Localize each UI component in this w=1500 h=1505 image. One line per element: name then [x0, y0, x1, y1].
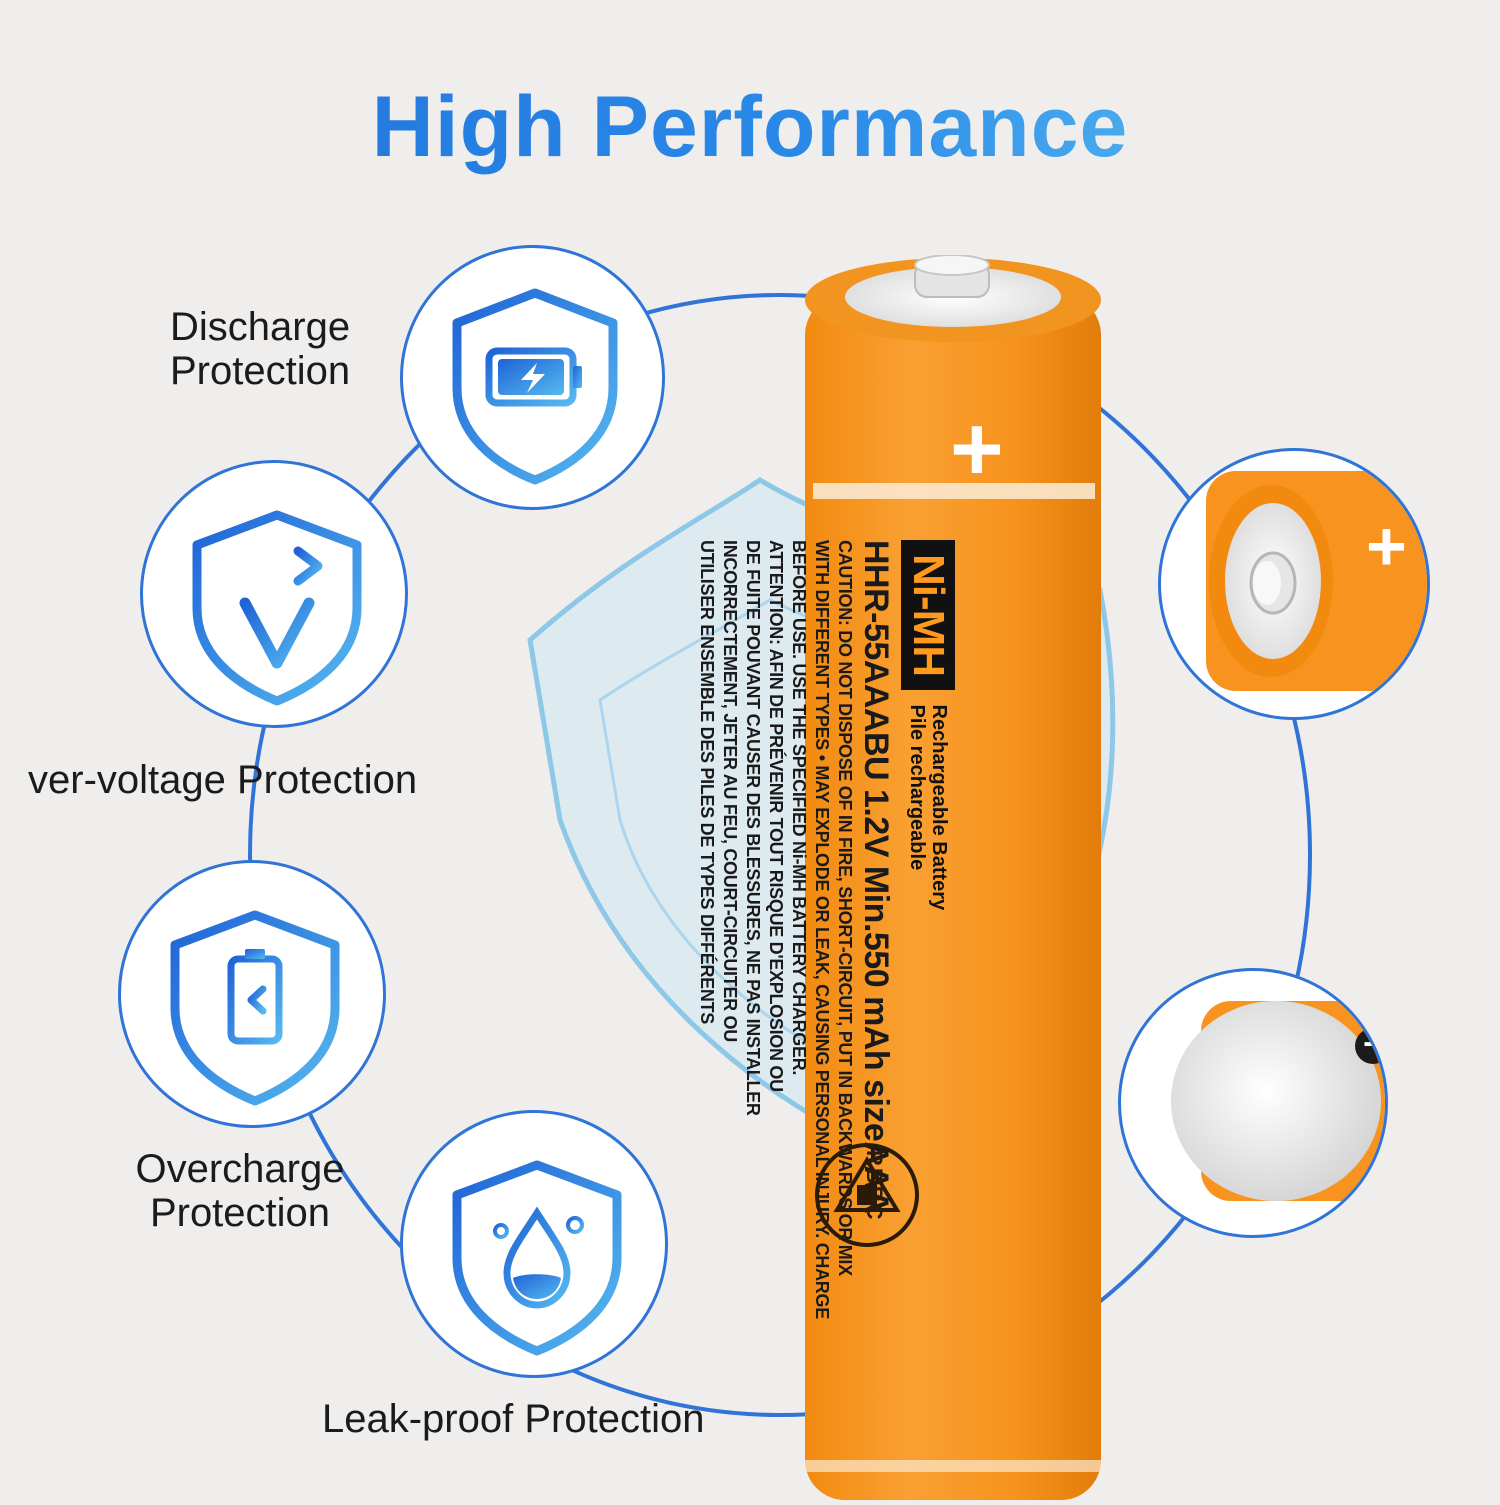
positive-closeup-mark: +	[1366, 507, 1407, 585]
battery-charging-shield-icon	[452, 288, 618, 485]
rbrc-text: RBRC	[862, 1150, 887, 1222]
negative-closeup-mark: −	[1363, 1023, 1385, 1064]
positive-terminal-mark: +	[950, 398, 1004, 500]
leakproof-protection-badge	[400, 1110, 668, 1378]
negative-end-closeup: −	[1118, 968, 1388, 1238]
overvoltage-protection-badge	[140, 460, 408, 728]
positive-end-closeup: +	[1158, 448, 1430, 720]
page-title: High Performance	[0, 78, 1500, 177]
overvoltage-protection-label: ver-voltage Protection	[28, 758, 418, 802]
overcharge-protection-label: Overcharge Protection	[135, 1147, 345, 1235]
discharge-protection-badge	[400, 245, 665, 510]
chemistry-badge: Ni-MH	[901, 540, 955, 691]
battery-body-graphic	[805, 254, 1101, 1500]
rechargeable-caption: Rechargeable Battery Pile rechargeable	[906, 704, 950, 911]
discharge-protection-label: Discharge Protection	[170, 305, 351, 393]
overcharge-protection-badge	[118, 860, 386, 1128]
aaa-battery: +	[805, 254, 1105, 1500]
leakproof-protection-label: Leak-proof Protection	[322, 1397, 705, 1441]
battery-input-shield-icon	[170, 910, 340, 1106]
voltage-arrow-shield-icon	[192, 510, 362, 706]
rbrc-recycling-seal: RBRC	[812, 1110, 922, 1285]
water-drop-shield-icon	[452, 1160, 622, 1356]
